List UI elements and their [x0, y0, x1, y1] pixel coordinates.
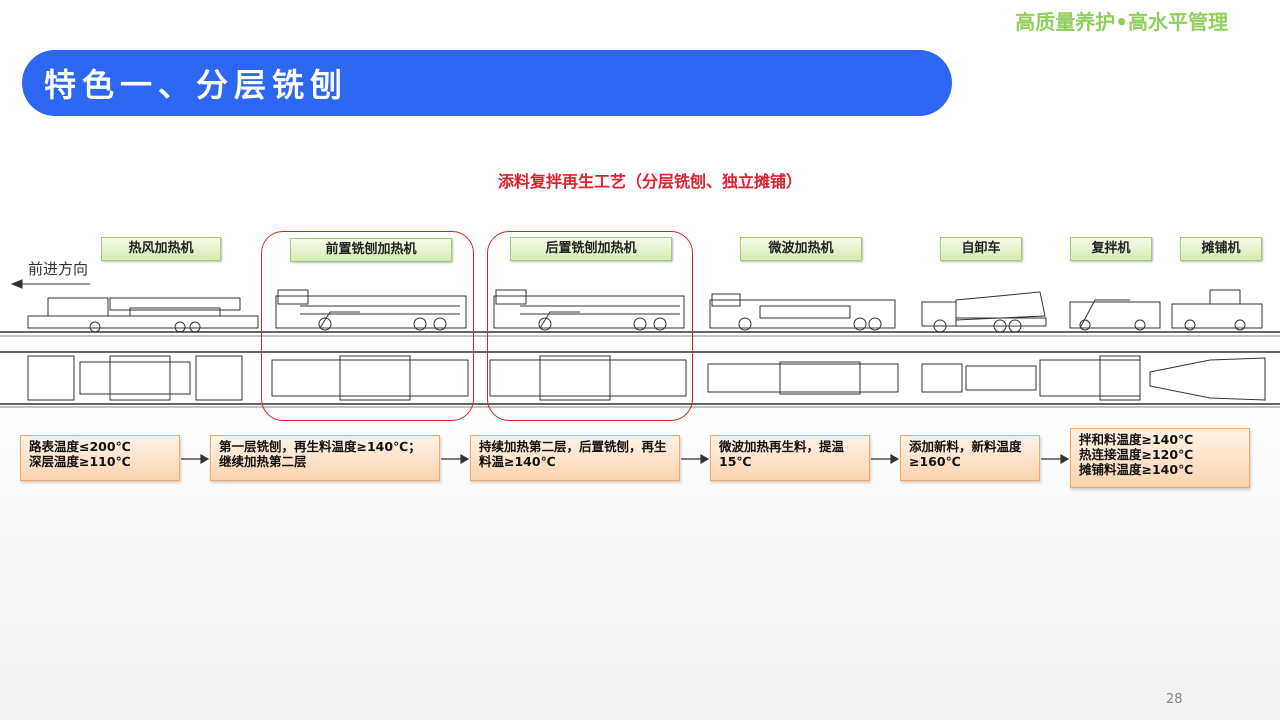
process-step-6-line-1: 拌和料温度≥140℃ — [1079, 432, 1194, 447]
machine-label-front-milling-heater: 前置铣刨加热机 — [290, 238, 452, 262]
machine-label-dump-truck: 自卸车 — [940, 237, 1022, 261]
direction-label: 前进方向 — [28, 260, 89, 278]
process-step-6-line-2: 热连接温度≥120℃ — [1079, 447, 1194, 462]
process-step-3-line-1: 持续加热第二层，后置铣刨，再生料温≥140℃ — [479, 439, 667, 469]
process-step-6-line-3: 摊铺料温度≥140℃ — [1079, 462, 1194, 477]
page-number: 28 — [1166, 692, 1183, 707]
machine-label-microwave-heater: 微波加热机 — [740, 237, 862, 261]
process-step-5-line-1: 添加新料，新料温度≥160℃ — [909, 439, 1022, 469]
process-step-5: 添加新料，新料温度≥160℃ — [900, 435, 1040, 481]
process-step-1: 路表温度≤200℃ 深层温度≥110℃ — [20, 435, 180, 481]
process-step-4-line-1: 微波加热再生料，提温15℃ — [719, 439, 845, 469]
tagline: 高质量养护•高水平管理 — [1015, 10, 1228, 34]
highlight-rear-milling — [487, 231, 693, 421]
process-step-3: 持续加热第二层，后置铣刨，再生料温≥140℃ — [470, 435, 680, 481]
highlight-front-milling — [261, 231, 474, 421]
process-step-6: 拌和料温度≥140℃ 热连接温度≥120℃ 摊铺料温度≥140℃ — [1070, 428, 1250, 488]
process-step-1-line-2: 深层温度≥110℃ — [29, 454, 131, 469]
machine-label-rear-milling-heater: 后置铣刨加热机 — [510, 237, 672, 261]
process-step-1-line-1: 路表温度≤200℃ — [29, 439, 131, 454]
process-step-2: 第一层铣刨，再生料温度≥140℃；继续加热第二层 — [210, 435, 440, 481]
machine-label-paver: 摊铺机 — [1180, 237, 1262, 261]
process-step-4: 微波加热再生料，提温15℃ — [710, 435, 870, 481]
title-bar: 特色一、分层铣刨 — [22, 50, 952, 116]
diagram-subtitle: 添料复拌再生工艺（分层铣刨、独立摊铺） — [497, 172, 802, 191]
machine-label-hot-air-heater: 热风加热机 — [101, 237, 221, 261]
machine-label-remixer: 复拌机 — [1070, 237, 1152, 261]
page-title: 特色一、分层铣刨 — [44, 66, 349, 104]
process-step-2-line-1: 第一层铣刨，再生料温度≥140℃；继续加热第二层 — [219, 439, 421, 469]
